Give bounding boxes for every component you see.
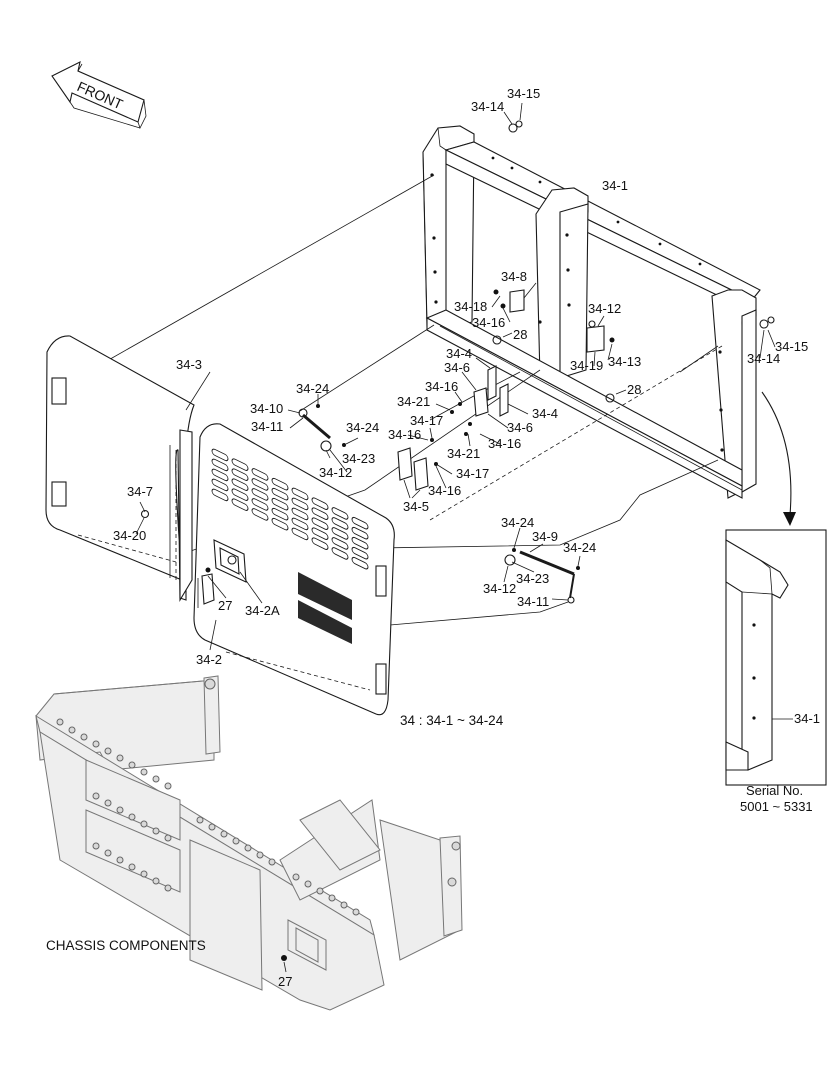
- inset-serial-range: 5001 ~ 5331: [740, 799, 813, 814]
- label-28-b: 28: [627, 382, 641, 397]
- label-34-18: 34-18: [454, 299, 487, 314]
- label-34-1: 34-1: [602, 178, 628, 193]
- plate-34-4-a: [487, 365, 497, 401]
- label-34-16-b: 34-16: [425, 379, 458, 394]
- label-34-23-b: 34-23: [516, 571, 549, 586]
- hardware-items: [140, 102, 775, 608]
- label-34-13: 34-13: [608, 354, 641, 369]
- label-34-9: 34-9: [532, 529, 558, 544]
- nut-34-15-right: [767, 316, 775, 324]
- label-34-21-a: 34-21: [397, 394, 430, 409]
- label-34-11-b: 34-11: [517, 594, 549, 609]
- label-27-a: 27: [218, 598, 232, 613]
- label-34-12-a: 34-12: [319, 465, 352, 480]
- label-34-12-b: 34-12: [483, 581, 516, 596]
- nut-34-15-top: [515, 120, 523, 128]
- ventilation-slots: [211, 448, 369, 571]
- label-34-8: 34-8: [501, 269, 527, 284]
- label-34-16-e: 34-16: [428, 483, 461, 498]
- label-34-12-right: 34-12: [588, 301, 621, 316]
- label-34-23-a: 34-23: [342, 451, 375, 466]
- label-34-11-a: 34-11: [251, 419, 283, 434]
- label-34-4-b: 34-4: [532, 406, 558, 421]
- label-34-6-b: 34-6: [507, 420, 533, 435]
- inset-part-label: 34-1: [794, 711, 820, 726]
- hinge-34-5: [397, 447, 413, 481]
- bolt-28-a: [492, 335, 502, 345]
- label-34-16-d: 34-16: [488, 436, 521, 451]
- label-27-b: 27: [278, 974, 292, 989]
- label-34-2A: 34-2A: [245, 603, 280, 618]
- hinge-34-6-a: [473, 387, 489, 417]
- label-34-14-top: 34-14: [471, 99, 504, 114]
- latch-34-19: [586, 325, 605, 353]
- label-34-24-c: 34-24: [501, 515, 534, 530]
- washer-34-14-top: [508, 123, 518, 133]
- label-34-2: 34-2: [196, 652, 222, 667]
- label-34-4-a: 34-4: [446, 346, 472, 361]
- label-34-14-right: 34-14: [747, 351, 780, 366]
- label-leaders: [135, 282, 776, 651]
- label-34-24-b: 34-24: [346, 420, 379, 435]
- chassis-hole-rows: [56, 718, 360, 916]
- plate-34-4-b: [499, 383, 509, 417]
- label-34-6-a: 34-6: [444, 360, 470, 375]
- gas-strut-34-10: [302, 413, 331, 440]
- inset-serial-title: Serial No.: [746, 783, 803, 798]
- label-34-15-top: 34-15: [507, 86, 540, 101]
- label-34-7: 34-7: [127, 484, 153, 499]
- label-34-24-a: 34-24: [296, 381, 329, 396]
- mesh-grille: [298, 572, 352, 644]
- gas-strut-34-9: [519, 550, 575, 576]
- group-range-caption: 34 : 34-1 ~ 34-24: [400, 713, 504, 728]
- label-28-a: 28: [513, 327, 527, 342]
- label-34-3: 34-3: [176, 357, 202, 372]
- side-panel-34-3: [45, 335, 195, 602]
- frame-holes: [430, 156, 724, 452]
- label-34-15-right: 34-15: [775, 339, 808, 354]
- chassis-components-caption: CHASSIS COMPONENTS: [46, 938, 206, 953]
- front-direction-arrow: FRONT: [51, 60, 147, 130]
- inset-callout-arrow: [761, 391, 792, 516]
- label-34-17-b: 34-17: [456, 466, 489, 481]
- label-34-16-c: 34-16: [388, 427, 421, 442]
- label-34-24-d: 34-24: [563, 540, 596, 555]
- side-panel-34-2: [193, 423, 395, 716]
- part-labels: 34-15 34-14 34-1 34-8 34-18 34-16 28 34-…: [113, 86, 808, 989]
- serial-inset-box: 34-1: [725, 529, 827, 786]
- label-34-10: 34-10: [250, 401, 283, 416]
- label-34-16-a: 34-16: [472, 315, 505, 330]
- label-34-5: 34-5: [403, 499, 429, 514]
- bolt-28-b: [605, 393, 615, 403]
- rear-frame-34-1: [422, 125, 761, 499]
- label-34-19: 34-19: [570, 358, 603, 373]
- chassis-components-drawing: [35, 675, 463, 1011]
- bracket-34-8: [509, 289, 525, 313]
- washer-34-14-right: [759, 319, 769, 329]
- label-34-17-a: 34-17: [410, 413, 443, 428]
- label-34-20: 34-20: [113, 528, 146, 543]
- label-34-21-b: 34-21: [447, 446, 480, 461]
